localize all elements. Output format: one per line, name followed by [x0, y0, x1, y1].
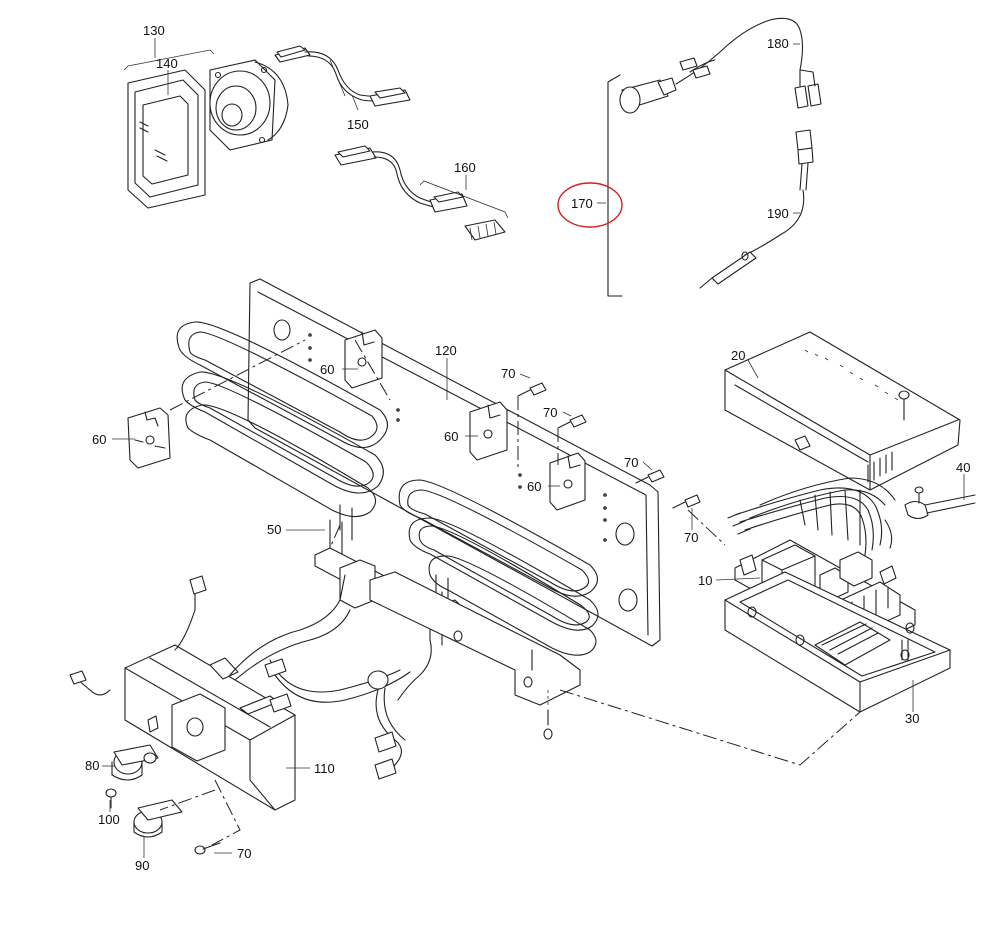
part-30-base-housing [724, 571, 951, 713]
label-70-a: 70 [501, 366, 515, 381]
part-110-terminal-box [69, 574, 432, 811]
label-150: 150 [347, 117, 369, 132]
label-70-d: 70 [684, 530, 698, 545]
part-80-thermal-cutout [111, 744, 159, 781]
part-120-mounting-plate [247, 278, 661, 647]
part-170-190-sensor-group [607, 17, 822, 297]
label-60-b: 60 [92, 432, 106, 447]
label-90: 90 [135, 858, 149, 873]
label-60-d: 60 [527, 479, 541, 494]
label-20: 20 [731, 348, 745, 363]
part-140-knob-assembly [209, 59, 289, 151]
label-120: 120 [435, 343, 457, 358]
label-160: 160 [454, 160, 476, 175]
label-70-e: 70 [237, 846, 251, 861]
label-180: 180 [767, 36, 789, 51]
label-190: 190 [767, 206, 789, 221]
part-50-heating-elements [176, 321, 599, 740]
label-60-c: 60 [444, 429, 458, 444]
label-50: 50 [267, 522, 281, 537]
label-140: 140 [156, 56, 178, 71]
part-labels: 130 140 150 160 170 180 190 120 60 60 60… [85, 23, 970, 873]
part-100-screw [105, 788, 117, 809]
label-10: 10 [698, 573, 712, 588]
part-160-wiring-harness [334, 145, 509, 241]
part-150-wiring-harness [274, 45, 411, 107]
label-70-b: 70 [543, 405, 557, 420]
highlight-circle-170 [557, 182, 623, 228]
part-20-housing-cover [724, 331, 961, 491]
label-170: 170 [571, 196, 593, 211]
part-70-screws [517, 382, 701, 509]
label-70-c: 70 [624, 455, 638, 470]
part-90-thermal-cutout [133, 799, 183, 838]
label-100: 100 [98, 812, 120, 827]
label-110: 110 [314, 761, 335, 776]
part-70-screw-bottom [194, 842, 221, 855]
label-60-a: 60 [320, 362, 334, 377]
label-80: 80 [85, 758, 99, 773]
label-130: 130 [143, 23, 165, 38]
part-60-brackets [127, 329, 586, 511]
part-130-140-control-frame [123, 49, 215, 209]
assembly-lines [159, 509, 861, 846]
label-40: 40 [956, 460, 970, 475]
label-30: 30 [905, 711, 919, 726]
leader-lines [102, 38, 965, 858]
